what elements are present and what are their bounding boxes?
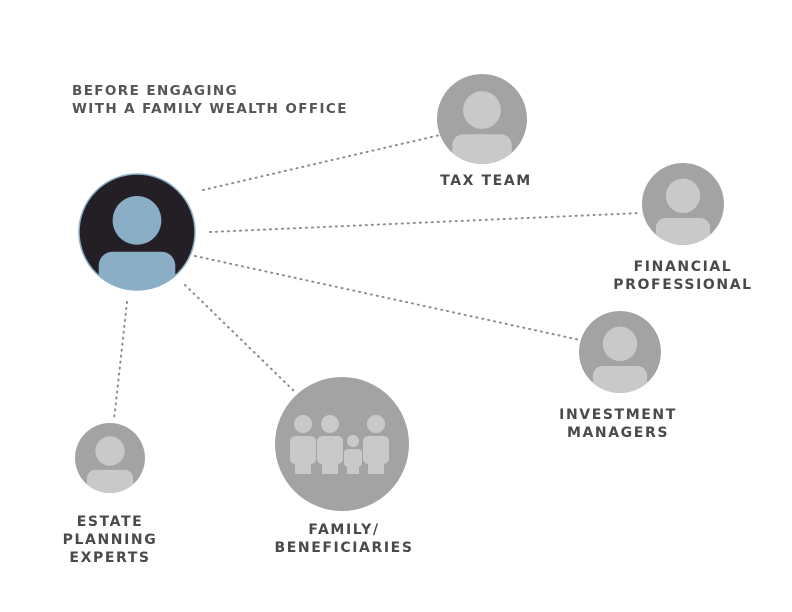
label-line: FAMILY/	[308, 522, 380, 538]
label-line: PROFESSIONAL	[613, 277, 753, 293]
estate-planning-label: ESTATE PLANNING EXPERTS	[63, 513, 158, 567]
financial-professional-label: FINANCIAL PROFESSIONAL	[613, 258, 752, 294]
family-beneficiaries-node	[275, 377, 409, 511]
connector-financial	[209, 212, 641, 233]
label-line: FINANCIAL	[633, 259, 733, 275]
label-line: PLANNING	[62, 532, 158, 548]
estate-planning-node	[75, 423, 145, 493]
diagram-title: BEFORE ENGAGING WITH A FAMILY WEALTH OFF…	[72, 82, 348, 118]
label-line: TAX TEAM	[440, 173, 532, 189]
label-line: MANAGERS	[566, 425, 670, 441]
main-client-node	[78, 173, 196, 291]
label-line: EXPERTS	[69, 550, 151, 566]
financial-professional-node	[642, 163, 724, 245]
title-line-2: WITH A FAMILY WEALTH OFFICE	[72, 101, 348, 117]
label-line: ESTATE	[76, 514, 144, 530]
connector-investment	[194, 255, 581, 341]
investment-managers-label: INVESTMENT MANAGERS	[559, 406, 677, 442]
tax-team-label: TAX TEAM	[440, 172, 532, 190]
investment-managers-node	[579, 311, 661, 393]
family-beneficiaries-label: FAMILY/ BENEFICIARIES	[274, 521, 413, 557]
label-line: BENEFICIARIES	[274, 540, 414, 556]
title-line-1: BEFORE ENGAGING	[72, 83, 239, 99]
family-icon	[290, 415, 389, 474]
connector-family	[184, 284, 296, 393]
tax-team-node	[437, 74, 527, 164]
label-line: INVESTMENT	[559, 407, 677, 423]
connector-tax	[202, 134, 441, 191]
connector-estate	[113, 301, 128, 421]
